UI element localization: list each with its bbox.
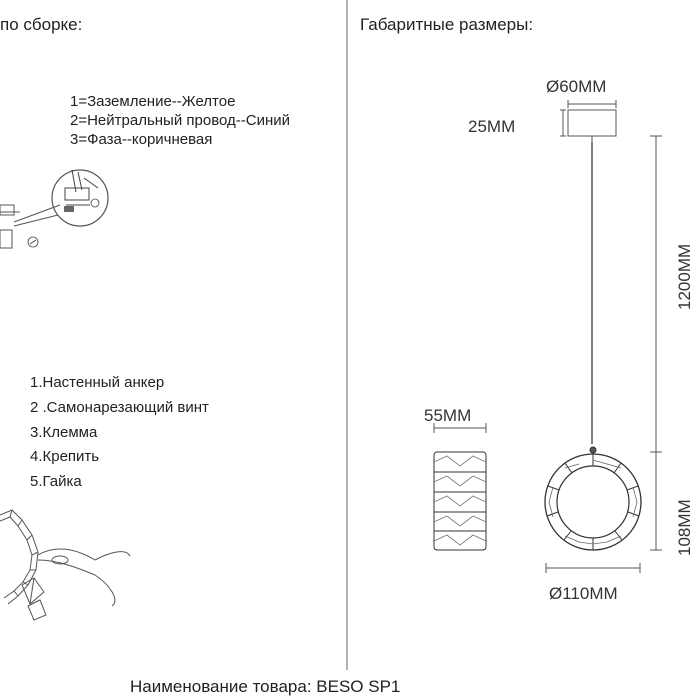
ring-side-view <box>433 451 487 551</box>
part-screw: 2 .Самонарезающий винт <box>30 399 209 416</box>
canopy-height-label: 25MM <box>468 117 516 136</box>
part-terminal: 3.Клемма <box>30 424 98 441</box>
assembly-heading: по сборке: <box>0 15 83 34</box>
ring-front-view <box>544 446 642 551</box>
part-nut: 5.Гайка <box>30 473 82 490</box>
ring-width-label: 55MM <box>424 406 472 425</box>
canopy-diameter-label: Ø60MM <box>546 77 607 96</box>
wire-legend-ground: 1=Заземление--Желтое <box>70 93 236 110</box>
wire-legend-phase: 3=Фаза--коричневая <box>70 131 213 148</box>
product-name: Наименование товара: BESO SP1 <box>130 677 401 696</box>
part-fasten: 4.Крепить <box>30 448 100 465</box>
wiring-illustration <box>0 169 131 621</box>
ring-diameter-label: Ø110MM <box>549 584 618 603</box>
part-anchor: 1.Настенный анкер <box>30 374 165 391</box>
wire-legend-neutral: 2=Нейтральный провод--Синий <box>70 112 291 129</box>
dimensions-heading: Габаритные размеры: <box>360 15 534 34</box>
